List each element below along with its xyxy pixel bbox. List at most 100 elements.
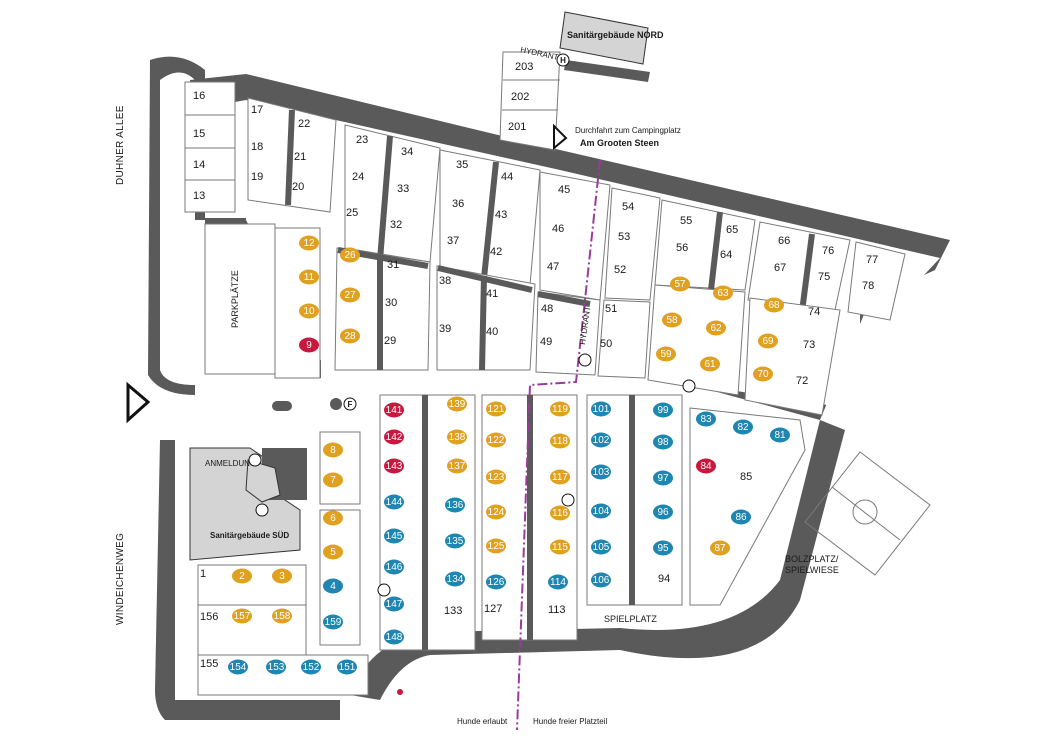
pitch-badge-82: 82 <box>733 419 753 435</box>
parking-lot <box>204 223 276 375</box>
block-77-78 <box>847 241 906 321</box>
pitch-badge-number: 123 <box>488 472 505 483</box>
pitch-badge-shape <box>591 539 611 555</box>
fire-extinguisher-icon-6 <box>377 583 391 597</box>
pitch-badge-shape <box>486 469 506 485</box>
pitch-badge-number: 138 <box>449 432 466 443</box>
pitch-badge-shape <box>733 419 753 435</box>
pitch-badge-shape <box>486 538 506 554</box>
pitch-badge-141: 141 <box>384 402 404 418</box>
pitch-badge-145: 145 <box>384 528 404 544</box>
pitch-badge-151: 151 <box>337 659 357 675</box>
bin-2 <box>330 398 342 410</box>
block-13-16 <box>184 81 236 213</box>
pitch-64: 64 <box>720 249 732 261</box>
pitch-30: 30 <box>385 297 397 309</box>
pitch-badge-number: 122 <box>488 435 505 446</box>
pitch-badge-shape <box>445 533 465 549</box>
pitch-badge-number: 3 <box>279 571 285 582</box>
pitch-201: 201 <box>508 121 526 133</box>
pitch-badge-105: 105 <box>591 539 611 555</box>
pitch-19: 19 <box>251 171 263 183</box>
pitch-badge-shape <box>591 572 611 588</box>
pitch-44: 44 <box>501 171 513 183</box>
pitch-badge-122: 122 <box>486 432 506 448</box>
pitch-39: 39 <box>439 323 451 335</box>
pitch-badge-83: 83 <box>696 411 716 427</box>
pitch-badge-number: 62 <box>710 323 722 334</box>
pitch-badge-number: 10 <box>303 306 315 317</box>
pitch-badge-number: 12 <box>303 238 315 249</box>
pitch-badge-number: 106 <box>593 575 610 586</box>
pitch-badge-shape <box>764 297 784 313</box>
pitch-badge-number: 117 <box>552 472 568 483</box>
pitch-badge-shape <box>447 429 467 445</box>
pitch-badge-147: 147 <box>384 596 404 612</box>
pitch-77: 77 <box>866 254 878 266</box>
pitch-badge-number: 126 <box>488 577 505 588</box>
parking-area <box>204 223 276 375</box>
pitch-35: 35 <box>456 159 468 171</box>
fire-extinguisher-icon <box>343 397 357 411</box>
fire-extinguisher-icon-3 <box>255 503 269 517</box>
pitch-badge-shape <box>447 458 467 474</box>
pitch-badge-shape <box>384 528 404 544</box>
pitch-31: 31 <box>387 259 399 271</box>
pitch-badge-number: 81 <box>774 430 786 441</box>
pitch-badge-number: 115 <box>552 542 568 553</box>
pitch-85: 85 <box>740 471 752 483</box>
pitch-badge-116: 116 <box>550 505 570 521</box>
bolzplatz-label-1: BOLZPLATZ/ <box>785 554 839 564</box>
pitch-badge-shape <box>550 505 570 521</box>
pitch-badge-123: 123 <box>486 469 506 485</box>
pitch-badge-number: 119 <box>552 404 568 415</box>
pitch-badge-158: 158 <box>272 608 292 624</box>
pitch-badge-number: 152 <box>303 662 320 673</box>
fire-symbol: F <box>348 400 353 409</box>
sanitary-south-label: Sanitärgebäude SÜD <box>210 531 289 540</box>
sanitary-north-label: Sanitärgebäude NORD <box>567 30 664 40</box>
pitch-badge-103: 103 <box>591 464 611 480</box>
pitch-badge-136: 136 <box>445 497 465 513</box>
pitch-badge-9: 9 <box>299 337 319 353</box>
pitch-badge-number: 114 <box>550 577 566 588</box>
pitch-badge-99: 99 <box>653 402 673 418</box>
pitch-badge-number: 134 <box>447 574 464 585</box>
pitch-badge-number: 137 <box>449 461 466 472</box>
pitch-badge-shape <box>662 312 682 328</box>
pitch-badge-12: 12 <box>299 235 319 251</box>
pitch-badge-number: 58 <box>666 315 678 326</box>
pitch-badge-number: 28 <box>344 331 356 342</box>
pitch-badge-shape <box>550 539 570 555</box>
pitch-badge-number: 86 <box>735 512 747 523</box>
pitch-badge-106: 106 <box>591 572 611 588</box>
pitch-badge-115: 115 <box>550 539 570 555</box>
pitch-badge-number: 82 <box>737 422 749 433</box>
pitch-53: 53 <box>618 231 630 243</box>
pitch-badge-number: 70 <box>757 369 769 380</box>
pitch-badge-number: 6 <box>330 513 336 524</box>
pitch-badge-number: 59 <box>660 349 672 360</box>
pitch-badge-139: 139 <box>447 396 467 412</box>
pitch-badge-number: 26 <box>344 250 356 261</box>
pitch-badge-10: 10 <box>299 303 319 319</box>
pitch-badge-number: 147 <box>386 599 403 610</box>
pitch-badge-143: 143 <box>384 458 404 474</box>
pitch-40: 40 <box>486 326 498 338</box>
pitch-badge-26: 26 <box>340 247 360 263</box>
pitch-badge-157: 157 <box>232 608 252 624</box>
pitch-badge-shape <box>301 659 321 675</box>
spielplatz-label: SPIELPLATZ <box>604 614 657 624</box>
pitch-badges: 1211109262728576358625961686970141142143… <box>228 235 790 675</box>
pitch-133: 133 <box>444 605 462 617</box>
pitch-badge-shape <box>384 429 404 445</box>
pitch-badge-shape <box>696 411 716 427</box>
pitch-54: 54 <box>622 201 634 213</box>
pitch-203: 203 <box>515 61 533 73</box>
pitch-badge-4: 4 <box>323 578 343 594</box>
pitch-badge-shape <box>384 494 404 510</box>
pitch-badge-shape <box>384 458 404 474</box>
pitch-badge-shape <box>272 608 292 624</box>
pitch-badge-153: 153 <box>266 659 286 675</box>
pitch-badge-shape <box>384 402 404 418</box>
